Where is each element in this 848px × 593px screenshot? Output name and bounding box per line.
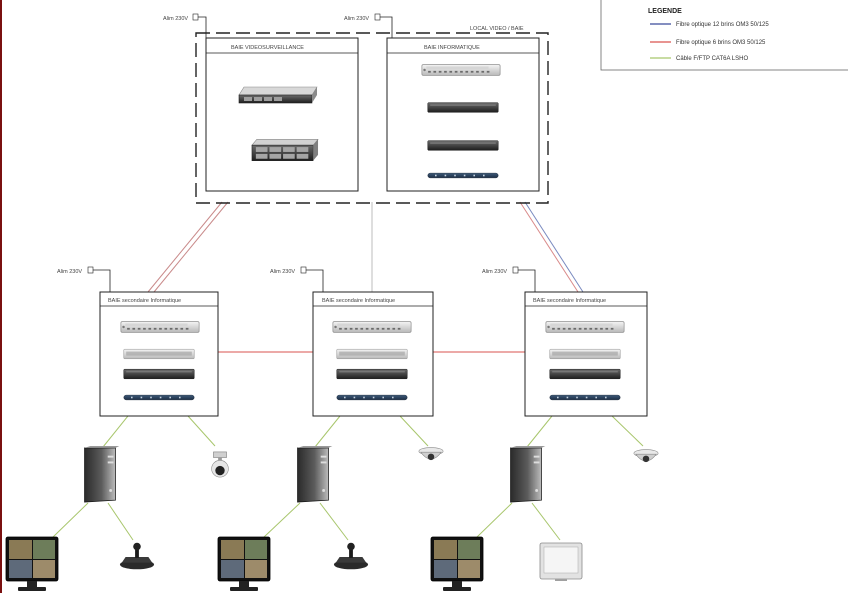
bay-title: BAIE INFORMATIQUE: [424, 45, 480, 51]
storage-nas-icon: [251, 138, 319, 162]
network-switch-icon: [336, 348, 408, 360]
power-feed-local-left: Alim 230V: [163, 13, 207, 38]
bay-title: BAIE secondaire Informatique: [533, 298, 606, 304]
joystick-icon: [333, 542, 369, 570]
station-2: [217, 446, 444, 592]
desktop-pc-icon: [297, 446, 333, 503]
secondary-bay-3: Alim 230V BAIE secondaire Informatique: [482, 266, 648, 417]
power-label: Alim 230V: [57, 269, 82, 275]
bay-title: BAIE secondaire Informatique: [108, 298, 181, 304]
bay-title: BAIE secondaire Informatique: [322, 298, 395, 304]
network-switch-icon: [549, 348, 621, 360]
local-video-room: LOCAL VIDEO / BAIE Alim 230V Alim 230V B…: [163, 13, 549, 204]
station-1: [5, 446, 229, 592]
patch-panel-fiber-icon: [332, 321, 412, 333]
bay-title: BAIE VIDEOSURVEILLANCE: [231, 45, 304, 51]
network-switch-icon: [336, 368, 408, 380]
legend-title: LEGENDE: [648, 8, 682, 15]
legend-label-fiber-12: Fibre optique 12 brins OM3 50/125: [676, 22, 769, 28]
legend: LEGENDE Fibre optique 12 brins OM3 50/12…: [600, 0, 848, 71]
bay-informatique: BAIE INFORMATIQUE: [386, 37, 540, 192]
patch-panel-fiber-icon: [120, 321, 200, 333]
dome-camera-icon: [633, 448, 659, 463]
power-label: Alim 230V: [163, 16, 188, 22]
cctv-monitor-icon: [430, 536, 484, 592]
network-switch-icon: [123, 348, 195, 360]
touch-panel-icon: [539, 542, 583, 582]
legend-label-cat6a: Câble F/FTP CAT6A LSHO: [676, 56, 748, 62]
local-video-label: LOCAL VIDEO / BAIE: [470, 26, 524, 32]
network-switch-icon: [549, 368, 621, 380]
cctv-monitor-icon: [217, 536, 271, 592]
connections: [51, 201, 644, 541]
patch-panel-fiber-icon: [545, 321, 625, 333]
dome-camera-icon: [418, 446, 444, 461]
power-feed-local-right: Alim 230V: [344, 13, 393, 38]
power-label: Alim 230V: [482, 269, 507, 275]
station-3: [430, 446, 659, 592]
power-label: Alim 230V: [270, 269, 295, 275]
power-strip-icon: [427, 172, 499, 179]
server-1u-icon: [238, 86, 318, 104]
bay-videosurveillance: BAIE VIDEOSURVEILLANCE: [205, 37, 359, 192]
desktop-pc-icon: [510, 446, 546, 503]
desktop-pc-icon: [84, 446, 120, 503]
patch-panel-fiber-icon: [421, 64, 501, 76]
ptz-camera-icon: [211, 451, 229, 478]
network-switch-icon: [123, 368, 195, 380]
power-label: Alim 230V: [344, 16, 369, 22]
joystick-icon: [119, 542, 155, 570]
power-strip-icon: [549, 394, 621, 401]
left-edge-border: [0, 0, 2, 593]
secondary-bay-2: Alim 230V BAIE secondaire Informatique: [270, 266, 434, 417]
power-strip-icon: [123, 394, 195, 401]
secondary-bay-1: Alim 230V BAIE secondaire Informatique: [57, 266, 219, 417]
cctv-monitor-icon: [5, 536, 59, 592]
power-strip-icon: [336, 394, 408, 401]
legend-label-fiber-6: Fibre optique 6 brins OM3 50/125: [676, 40, 766, 46]
network-switch-icon: [427, 140, 499, 151]
network-switch-icon: [427, 102, 499, 113]
